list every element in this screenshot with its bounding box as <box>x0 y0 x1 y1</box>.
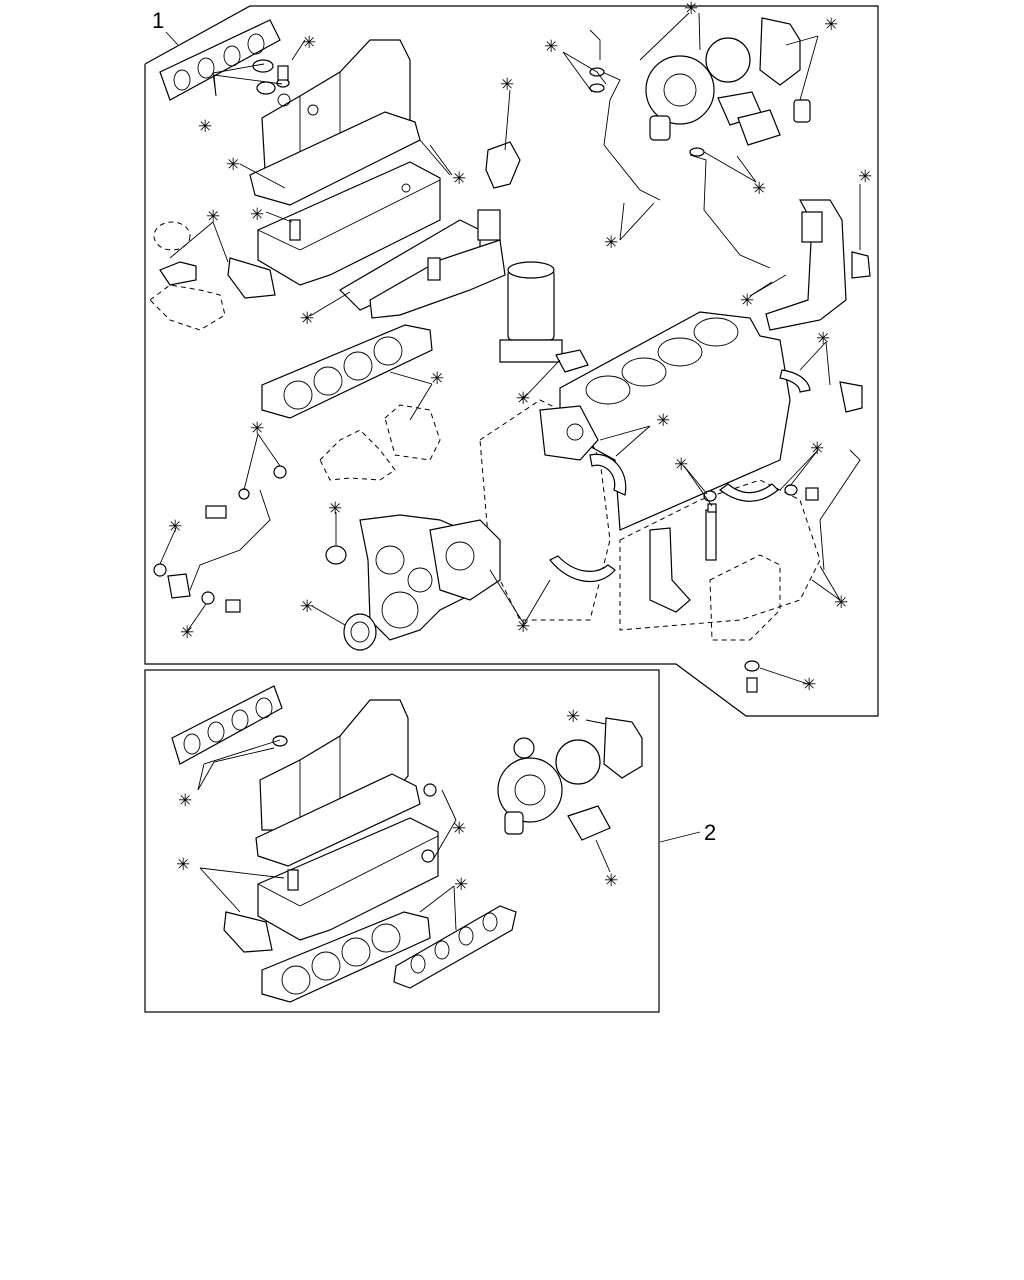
oil-pipe-left <box>189 489 271 591</box>
exhaust-manifold-gasket-kit2 <box>393 905 517 989</box>
asterisk-icon: ✳ <box>674 455 688 475</box>
turbo-flange-gasket <box>759 17 801 86</box>
cylinder-head-gasket <box>261 324 433 419</box>
asterisk-icon: ✳ <box>824 15 838 35</box>
timing-gear-case <box>359 514 501 641</box>
rear-plate <box>319 429 396 481</box>
asterisk-icon: ✳ <box>516 617 530 637</box>
thrust-washer <box>589 453 627 496</box>
asterisk-icon: ✳ <box>452 819 466 839</box>
oil-filler-cap <box>252 59 290 95</box>
exhaust-manifold <box>339 209 506 319</box>
cylinder-head-kit2 <box>257 783 439 941</box>
asterisk-icon: ✳ <box>198 117 212 137</box>
turbocharger <box>645 37 781 146</box>
oil-return-pipe <box>689 154 771 269</box>
asterisk-icon: ✳ <box>250 205 264 225</box>
asterisk-icon: ✳ <box>206 207 220 227</box>
front-plate-gasket <box>539 405 599 461</box>
asterisk-icon: ✳ <box>834 593 848 613</box>
intake-manifold-gasket-kit2 <box>171 685 283 765</box>
asterisk-icon: ✳ <box>178 791 192 811</box>
asterisk-icon: ✳ <box>300 597 314 617</box>
oil-feed-pipe <box>597 69 661 201</box>
cylinder-head <box>257 161 441 286</box>
callout-2[interactable]: 2 <box>659 820 716 845</box>
kit-2-markers: ✳ ✳ ✳ ✳ ✳ ✳ <box>176 707 618 931</box>
asterisk-icon: ✳ <box>430 369 444 389</box>
asterisk-icon: ✳ <box>176 855 190 875</box>
asterisk-icon: ✳ <box>656 411 670 431</box>
asterisk-icon: ✳ <box>810 439 824 459</box>
asterisk-icon: ✳ <box>302 33 316 53</box>
dipstick-tube <box>819 449 861 571</box>
kit-1-parts <box>149 17 871 693</box>
oil-pan <box>709 554 781 641</box>
water-hose <box>765 199 847 331</box>
asterisk-icon: ✳ <box>802 675 816 695</box>
oil-filter <box>499 261 563 363</box>
kit-1-markers: ✳ ✳ ✳ ✳ ✳ ✳ ✳ ✳ ✳ ✳ ✳ ✳ ✳ ✳ ✳ ✳ ✳ ✳ ✳ ✳ … <box>159 0 872 695</box>
kit-2-parts <box>171 685 643 1003</box>
callout-2-number: 2 <box>704 820 716 845</box>
asterisk-icon: ✳ <box>328 499 342 519</box>
cylinder-head-gasket-kit2 <box>261 911 431 1003</box>
intake-manifold-gasket <box>159 19 281 101</box>
kit-1-frame <box>144 5 879 717</box>
thermostat-housing-gasket <box>485 141 521 189</box>
side-covers <box>149 221 276 331</box>
callout-1[interactable]: 1 <box>152 8 179 46</box>
asterisk-icon: ✳ <box>180 623 194 643</box>
asterisk-icon: ✳ <box>168 517 182 537</box>
asterisk-icon: ✳ <box>500 75 514 95</box>
turbocharger-kit2 <box>497 737 601 835</box>
asterisk-icon: ✳ <box>544 37 558 57</box>
callout-1-number: 1 <box>152 8 164 33</box>
asterisk-icon: ✳ <box>684 0 698 19</box>
crankshaft-oil-seal <box>343 613 377 651</box>
oil-strainer <box>649 527 691 613</box>
asterisk-icon: ✳ <box>454 875 468 895</box>
asterisk-icon: ✳ <box>566 707 580 727</box>
asterisk-icon: ✳ <box>604 871 618 891</box>
asterisk-icon: ✳ <box>226 155 240 175</box>
asterisk-icon: ✳ <box>604 233 618 253</box>
asterisk-icon: ✳ <box>858 167 872 187</box>
valve-cover-gasket-kit2 <box>255 773 421 867</box>
asterisk-icon: ✳ <box>300 309 314 329</box>
asterisk-icon: ✳ <box>816 329 830 349</box>
asterisk-icon: ✳ <box>250 419 264 439</box>
asterisk-icon: ✳ <box>752 179 766 199</box>
asterisk-icon: ✳ <box>452 169 466 189</box>
asterisk-icon: ✳ <box>740 291 754 311</box>
asterisk-icon: ✳ <box>516 389 530 409</box>
kit-2-frame <box>144 669 660 1013</box>
